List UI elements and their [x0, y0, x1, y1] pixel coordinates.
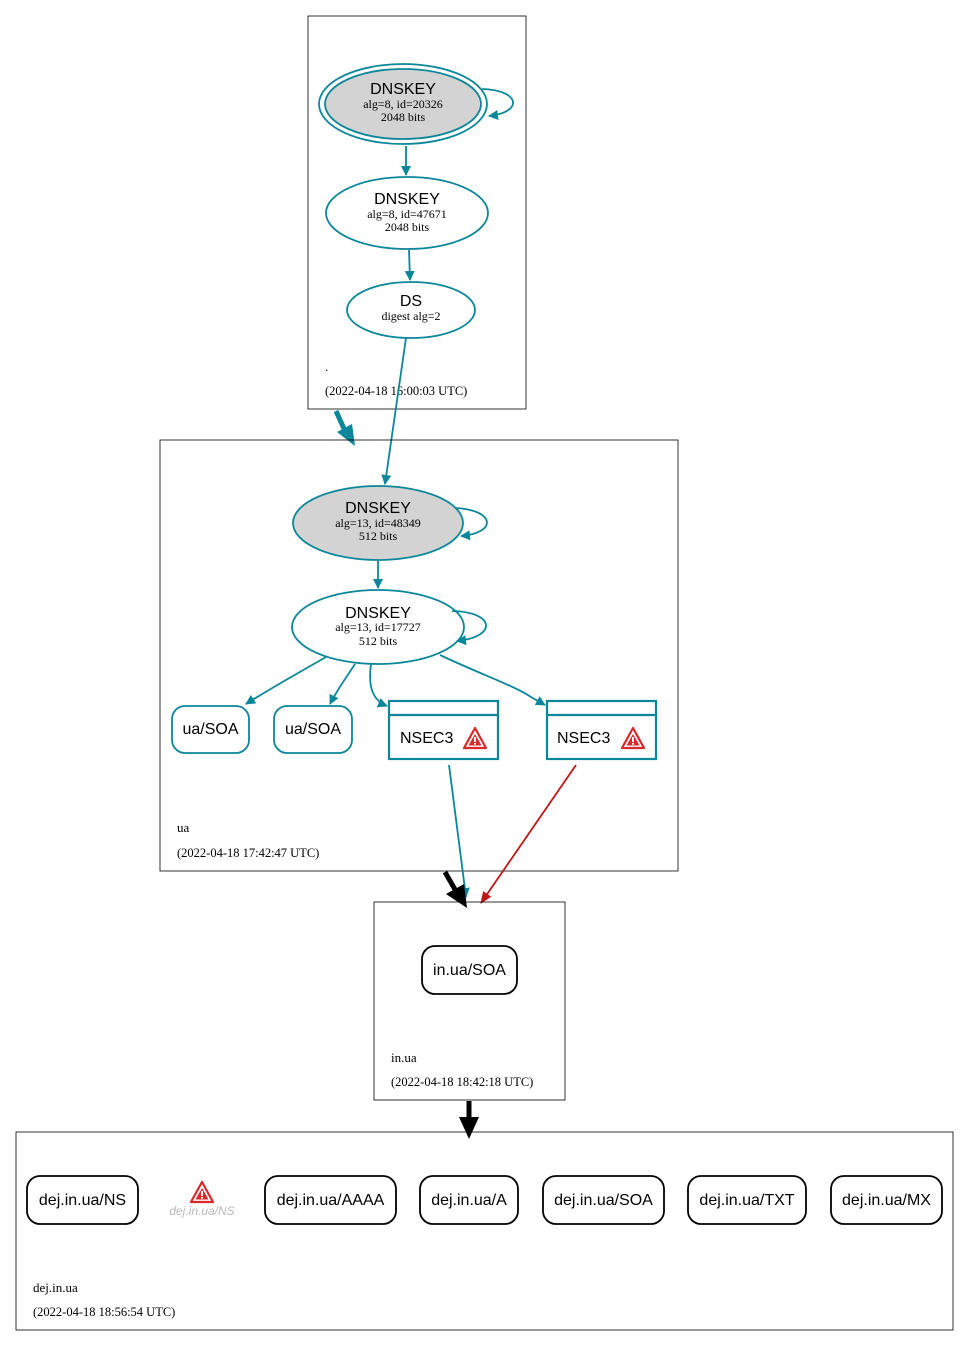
root-ksk-node[interactable]: DNSKEY alg=8, id=20326 2048 bits: [318, 63, 488, 145]
zone-root-name: .: [325, 359, 328, 374]
dej-txt-label: dej.in.ua/TXT: [699, 1192, 794, 1209]
dej-ns-ghost-node[interactable]: dej.in.ua/NS: [169, 1180, 235, 1218]
zone-root-box: [307, 15, 527, 410]
ua-zsk-title: DNSKEY: [345, 605, 411, 622]
ua-ksk-alg: alg=13, id=48349: [335, 516, 421, 530]
edge-nsec3-2-to-in-ua: [480, 764, 577, 904]
dej-aaaa-node[interactable]: dej.in.ua/AAAA: [264, 1175, 397, 1225]
root-zsk-alg: alg=8, id=47671: [367, 207, 447, 221]
edge-nsec3-1-to-in-ua: [448, 764, 470, 898]
root-zsk-title: DNSKEY: [374, 191, 440, 208]
delegation-in-ua-to-dej: [459, 1101, 479, 1139]
in-ua-soa-node[interactable]: in.ua/SOA: [421, 945, 518, 995]
ua-soa-node-2[interactable]: ua/SOA: [273, 705, 353, 754]
ua-zsk-node[interactable]: DNSKEY alg=13, id=17727 512 bits: [291, 589, 465, 665]
edge-root-zsk-to-ds: [404, 249, 415, 281]
in-ua-soa-label: in.ua/SOA: [433, 962, 506, 979]
zone-dej-box: [15, 1131, 954, 1331]
dej-a-label: dej.in.ua/A: [431, 1192, 507, 1209]
ua-soa-node-1[interactable]: ua/SOA: [171, 705, 250, 754]
ua-zsk-self-edge: [451, 610, 487, 646]
nsec3-node-2[interactable]: NSEC3: [545, 699, 658, 761]
root-ds-title: DS: [400, 293, 422, 310]
ua-soa-label-2: ua/SOA: [285, 721, 341, 738]
ua-ksk-self-edge: [454, 507, 488, 541]
dej-txt-node[interactable]: dej.in.ua/TXT: [687, 1175, 807, 1225]
zone-ua-time: (2022-04-18 17:42:47 UTC): [177, 846, 319, 860]
root-ds-digest: digest alg=2: [381, 309, 440, 323]
dej-ns-label: dej.in.ua/NS: [39, 1192, 126, 1209]
edge-ua-zsk-to-soa-2: [329, 663, 356, 705]
zone-ua-box: [159, 439, 679, 872]
root-ksk-alg: alg=8, id=20326: [363, 97, 443, 111]
zone-root: . (2022-04-18 16:00:03 UTC): [307, 15, 527, 410]
zone-ua-name: ua: [177, 820, 190, 835]
zone-in-ua: in.ua (2022-04-18 18:42:18 UTC): [373, 901, 566, 1101]
dej-ns-ghost-label: dej.in.ua/NS: [169, 1204, 234, 1218]
ua-zsk-alg: alg=13, id=17727: [335, 620, 421, 634]
nsec3-label-2: NSEC3: [557, 730, 610, 747]
root-ksk-bits: 2048 bits: [381, 110, 426, 124]
zone-in-ua-time: (2022-04-18 18:42:18 UTC): [391, 1075, 533, 1089]
dej-soa-node[interactable]: dej.in.ua/SOA: [542, 1175, 665, 1225]
root-ds-node[interactable]: DS digest alg=2: [346, 281, 476, 339]
root-ksk-self-edge: [481, 88, 514, 120]
zone-dej-time: (2022-04-18 18:56:54 UTC): [33, 1305, 175, 1319]
zone-root-time: (2022-04-18 16:00:03 UTC): [325, 384, 467, 398]
delegation-root-to-ua: [333, 409, 355, 446]
zone-ua: ua (2022-04-18 17:42:47 UTC): [159, 439, 679, 872]
edge-ua-zsk-to-soa-1: [245, 656, 327, 705]
nsec3-node-1[interactable]: NSEC3: [387, 699, 500, 761]
root-zsk-node[interactable]: DNSKEY alg=8, id=47671 2048 bits: [325, 176, 489, 250]
warning-icon: [189, 1180, 215, 1204]
dej-mx-label: dej.in.ua/MX: [842, 1192, 931, 1209]
nsec3-label-1: NSEC3: [400, 730, 453, 747]
zone-dej: dej.in.ua (2022-04-18 18:56:54 UTC): [15, 1131, 954, 1331]
ua-zsk-bits: 512 bits: [359, 634, 398, 648]
zone-in-ua-box: [373, 901, 566, 1101]
edge-root-ds-to-ua-ksk: [381, 337, 407, 485]
zone-dej-name: dej.in.ua: [33, 1280, 78, 1295]
dej-mx-node[interactable]: dej.in.ua/MX: [830, 1175, 943, 1225]
edge-ua-zsk-to-nsec3-2: [439, 654, 546, 706]
edge-ua-zsk-to-nsec3-1: [369, 663, 388, 708]
dej-a-node[interactable]: dej.in.ua/A: [419, 1175, 519, 1225]
zone-in-ua-name: in.ua: [391, 1050, 417, 1065]
ua-ksk-node[interactable]: DNSKEY alg=13, id=48349 512 bits: [292, 485, 464, 561]
dej-ns-node[interactable]: dej.in.ua/NS: [26, 1175, 139, 1225]
ua-ksk-bits: 512 bits: [359, 529, 398, 543]
root-zsk-bits: 2048 bits: [385, 220, 430, 234]
dej-aaaa-label: dej.in.ua/AAAA: [277, 1192, 385, 1209]
dej-soa-label: dej.in.ua/SOA: [554, 1192, 653, 1209]
ua-ksk-title: DNSKEY: [345, 500, 411, 517]
ua-soa-label-1: ua/SOA: [182, 721, 238, 738]
root-ksk-title: DNSKEY: [370, 81, 436, 98]
